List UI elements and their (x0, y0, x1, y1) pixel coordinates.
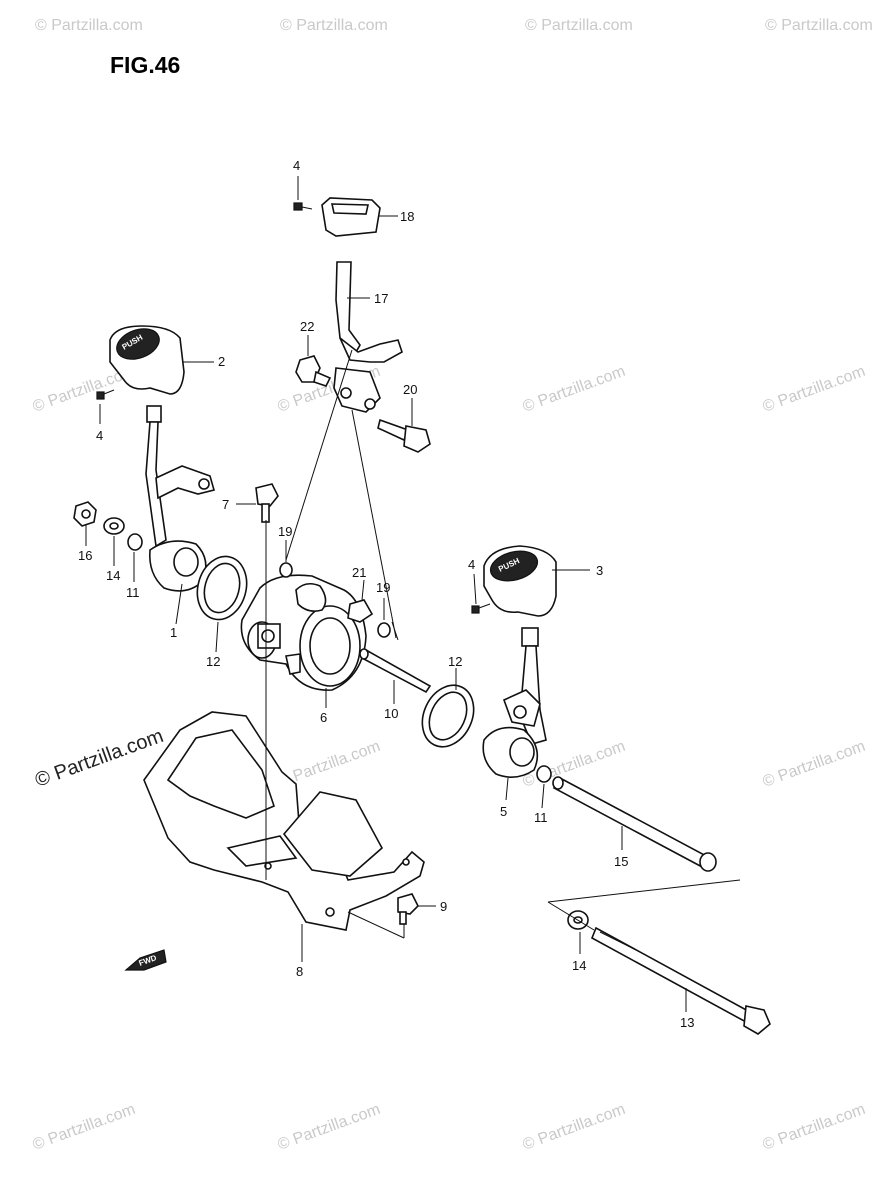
part-11-ring-left (127, 533, 143, 551)
label-12-left: 12 (206, 654, 220, 669)
part-8-bracket (143, 711, 425, 931)
fwd-arrow-icon: FWD (124, 949, 167, 971)
label-19-left: 19 (278, 524, 292, 539)
label-2: 2 (218, 354, 225, 369)
label-5: 5 (500, 804, 507, 819)
watermark: © Partzilla.com (761, 738, 868, 791)
part-22-nut (295, 355, 332, 387)
figure-title: FIG.46 (110, 52, 180, 78)
part-4-screw-left (96, 389, 115, 400)
part-12-seal-right (421, 684, 475, 748)
leader-lines (85, 176, 741, 1012)
label-8: 8 (296, 964, 303, 979)
part-labels: 4 18 17 22 2 20 4 7 19 16 21 4 3 14 19 1… (78, 158, 694, 1030)
label-15: 15 (614, 854, 628, 869)
part-4-screw-top (293, 202, 313, 211)
part-2-knob: PUSH (109, 325, 185, 395)
watermark: © Partzilla.com (765, 17, 873, 34)
part-20-bolt (377, 418, 431, 453)
part-10-shaft (359, 648, 432, 694)
label-22: 22 (300, 319, 314, 334)
part-19-ring-left (279, 562, 293, 578)
part-19-ring-right (377, 622, 391, 638)
part-14-washer-left (103, 517, 125, 535)
part-1-lever (145, 405, 215, 592)
label-3: 3 (596, 563, 603, 578)
watermark: © Partzilla.com (521, 1101, 628, 1154)
part-12-seal-left (196, 555, 248, 621)
label-20: 20 (403, 382, 417, 397)
watermark: © Partzilla.com (280, 17, 388, 34)
part-5-lever (482, 627, 547, 778)
label-4-right: 4 (468, 557, 475, 572)
part-3-knob: PUSH (483, 545, 557, 617)
watermark: © Partzilla.com (521, 363, 628, 416)
label-7: 7 (222, 497, 229, 512)
part-21-bushing (347, 599, 374, 623)
watermark: © Partzilla.com (31, 1101, 138, 1154)
label-10: 10 (384, 706, 398, 721)
watermark: © Partzilla.com (35, 17, 143, 34)
label-18: 18 (400, 209, 414, 224)
label-11-right: 11 (534, 810, 548, 825)
part-15-shaft (552, 776, 717, 872)
label-9: 9 (440, 899, 447, 914)
watermark: © Partzilla.com (761, 363, 868, 416)
watermark: © Partzilla.com (525, 17, 633, 34)
label-4-left: 4 (96, 428, 103, 443)
part-16-nut (73, 501, 97, 527)
part-17-arm (333, 261, 403, 413)
part-6-housing (240, 574, 367, 691)
label-6: 6 (320, 710, 327, 725)
label-13: 13 (680, 1015, 694, 1030)
part-13-bolt (590, 926, 771, 1035)
part-18-cap (321, 197, 381, 237)
label-21: 21 (352, 565, 366, 580)
label-16: 16 (78, 548, 92, 563)
label-11-left: 11 (126, 585, 140, 600)
label-19-right: 19 (376, 580, 390, 595)
part-9-bolt (397, 893, 419, 925)
part-7-bolt (255, 483, 279, 523)
watermarks: © Partzilla.com © Partzilla.com © Partzi… (31, 17, 873, 1154)
part-11-ring-right (536, 765, 552, 783)
watermark: © Partzilla.com (761, 1101, 868, 1154)
label-17: 17 (374, 291, 388, 306)
part-4-screw-right (471, 603, 491, 614)
label-14-right: 14 (572, 958, 586, 973)
label-14-left: 14 (106, 568, 120, 583)
label-4-top: 4 (293, 158, 300, 173)
label-1: 1 (170, 625, 177, 640)
label-12-right: 12 (448, 654, 462, 669)
watermark: © Partzilla.com (276, 1101, 383, 1154)
